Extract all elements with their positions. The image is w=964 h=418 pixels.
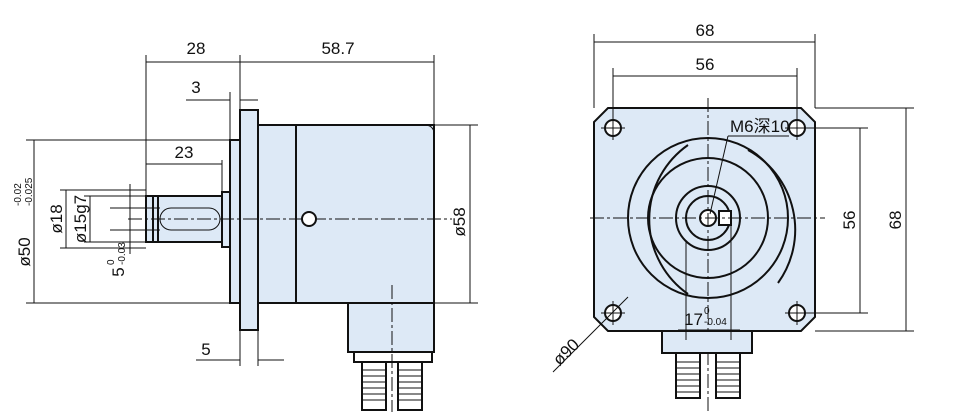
dim-key5-text: 5 0 -0.03 [106, 242, 128, 277]
dim-spacing56: 56 [696, 55, 715, 74]
side-view: 28 58.7 3 23 5 ø50 [13, 39, 478, 412]
dim-dia18: ø18 [47, 204, 66, 233]
dim-key17: 17 [684, 310, 703, 329]
front-view: 68 56 M6深10 56 68 [549, 21, 914, 412]
dim-lines-width68 [593, 34, 816, 108]
svg-text:-0.03: -0.03 [117, 242, 128, 265]
dim-lines-5 [196, 330, 284, 366]
housing-right-chamfer [425, 124, 435, 135]
dim-width68: 68 [696, 21, 715, 40]
mounting-holes [601, 116, 809, 325]
housing-body [257, 124, 435, 304]
connector-plug-right [397, 361, 423, 411]
dim-lines-top [145, 55, 435, 196]
dim-3: 3 [191, 78, 200, 97]
front-connector-threads [676, 361, 740, 393]
front-connector-plug-right [715, 352, 741, 399]
svg-text:0: 0 [106, 259, 117, 265]
dim-dia50-text: ø50 -0.02 -0.025 [13, 177, 35, 266]
dim-lines-dia18 [60, 189, 146, 249]
svg-text:-0.02: -0.02 [13, 183, 24, 206]
dim-dia90: ø90 [549, 335, 583, 369]
connector-base [353, 351, 433, 363]
dim-lines-spacing56 [612, 68, 798, 120]
thread-callout: M6深10 [730, 117, 790, 136]
flange-plate [239, 109, 259, 331]
dim-line-dia90 [552, 296, 629, 373]
dim-lines-dia58 [434, 124, 478, 304]
dim-height56: 56 [840, 211, 859, 230]
dim-lines-height56 [805, 127, 868, 314]
dim-lines-dia15 [84, 195, 146, 243]
dim-lines-dia50 [26, 139, 230, 304]
dim-dia58: ø58 [450, 207, 469, 236]
dim-height68: 68 [886, 211, 905, 230]
front-connector-housing [661, 330, 753, 354]
dim-lines-key17 [678, 225, 740, 340]
outer-arc-left [648, 144, 689, 295]
connector-housing [347, 302, 435, 353]
dim-lines-23 [146, 160, 223, 192]
dim-5: 5 [201, 340, 210, 359]
thread-leader [709, 135, 789, 215]
housing-screw [301, 211, 317, 227]
svg-text:-0.025: -0.025 [24, 177, 35, 206]
front-connector-plug-left [675, 352, 701, 399]
connector-plug-left [361, 361, 387, 411]
pilot-step [229, 139, 241, 304]
dim-lines-3 [186, 92, 258, 140]
dim-key17-tol-lower: -0.04 [704, 317, 727, 328]
svg-text:ø50: ø50 [15, 237, 34, 266]
svg-text:5: 5 [109, 267, 128, 276]
dim-28: 28 [187, 39, 206, 58]
dim-lines-height68 [815, 107, 914, 332]
dim-dia15g7: ø15g7 [71, 195, 90, 243]
dim-58-7: 58.7 [321, 39, 354, 58]
connector-thread-lines [362, 369, 422, 401]
dim-lines-key5 [110, 184, 160, 254]
dim-key17-tol-upper: 0 [704, 306, 710, 317]
dim-23: 23 [175, 143, 194, 162]
